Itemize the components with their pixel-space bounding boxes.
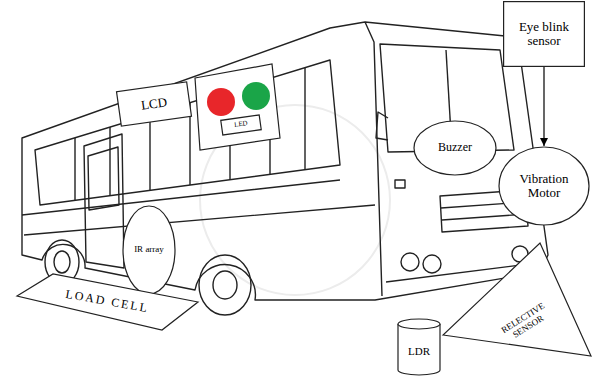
component-node: Vibration Motor xyxy=(498,146,590,226)
component-shape xyxy=(117,82,192,126)
front-wheel xyxy=(199,255,251,315)
front-wheel-hub xyxy=(213,271,237,299)
component-outline xyxy=(443,243,593,358)
side-trim xyxy=(22,180,375,235)
component-shape xyxy=(398,319,440,375)
component-shape xyxy=(504,2,585,67)
bus-front-edge xyxy=(365,22,382,296)
component-node: Eye blink sensor xyxy=(503,1,585,67)
bus-outline xyxy=(22,22,548,315)
component-label: IR array xyxy=(134,245,164,255)
side-windows xyxy=(35,60,340,205)
component-shape xyxy=(123,206,175,294)
led-panel xyxy=(195,64,280,150)
component-label: Eye blink sensor xyxy=(511,20,577,49)
component-shape xyxy=(398,324,440,329)
watermark-ring xyxy=(200,105,390,295)
component-label: Vibration Motor xyxy=(510,172,578,201)
component-shape xyxy=(17,274,198,330)
red-led xyxy=(207,88,235,116)
component-label: LDR xyxy=(408,345,430,357)
component-shape xyxy=(499,147,589,225)
green-led xyxy=(242,82,270,110)
component-label: Buzzer xyxy=(438,141,472,154)
watermark xyxy=(200,105,390,295)
component-shape xyxy=(414,121,496,175)
component-shape xyxy=(443,243,591,356)
front-badge xyxy=(395,180,405,188)
component-node: LCD xyxy=(116,81,192,127)
component-node: RELECTIVE SENSOR xyxy=(443,243,593,358)
headlight xyxy=(423,255,441,273)
bus-body xyxy=(22,22,548,300)
component-node: IR array xyxy=(122,205,176,295)
connector-arrow xyxy=(543,67,544,146)
led-panel-frame xyxy=(195,64,280,150)
side-mirror xyxy=(376,112,388,140)
component-node: LOAD CELL xyxy=(15,272,200,332)
component-shape xyxy=(221,115,261,135)
component-node: Buzzer xyxy=(413,120,497,176)
bus-door xyxy=(84,134,124,268)
headlight xyxy=(401,253,419,271)
rear-wheel-hub xyxy=(54,251,70,273)
component-node: LDR xyxy=(397,318,441,376)
